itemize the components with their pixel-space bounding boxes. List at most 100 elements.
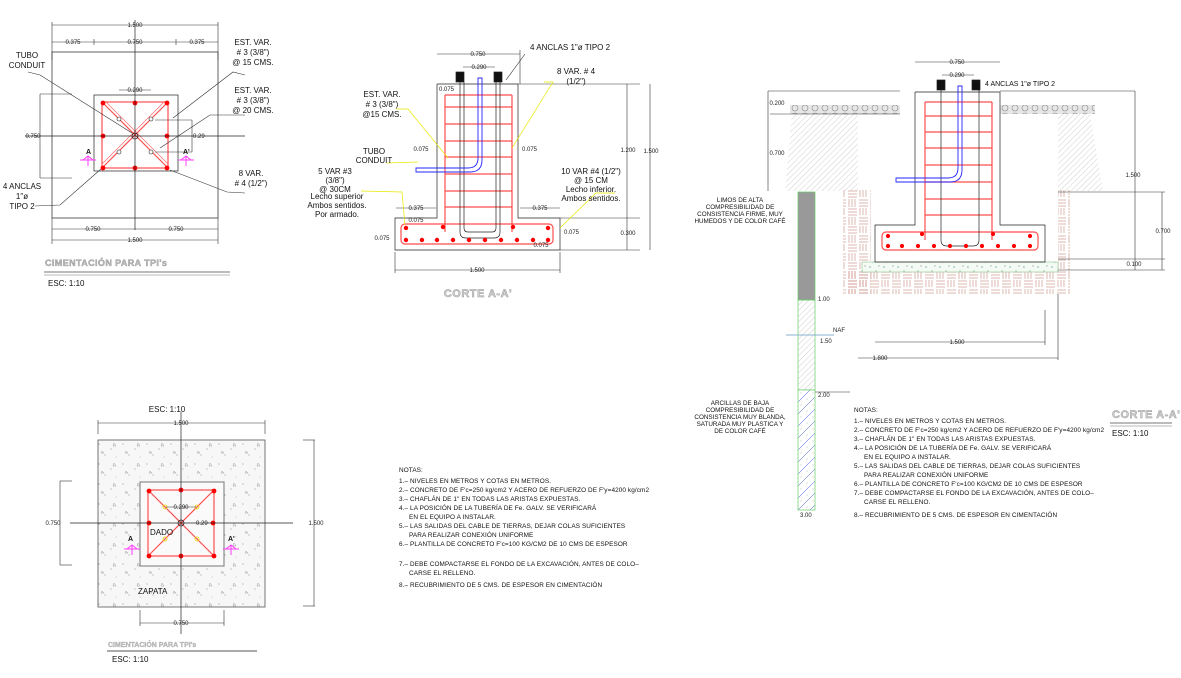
dim-ledge-right: 0.375 (532, 206, 548, 212)
depth-1: 1.00 (818, 297, 830, 303)
dim-w-1500: 1.500 (949, 340, 965, 346)
note-item: CARSE EL RELLENO. (864, 499, 931, 506)
dim-left: 0.375 (65, 40, 81, 46)
plan-top-title: CIMENTACIÓN PARA TPI's (45, 257, 167, 268)
note-item: 3.– CHAFLÁN DE 1" EN TODAS LAS ARISTAS E… (399, 494, 581, 503)
plan-bottom-scale-top: ESC: 1:10 (149, 405, 186, 414)
section-right-scale: ESC: 1:10 (1112, 429, 1149, 438)
label-stirrup-20: EST. VAR.# 3 (3/8")@ 20 CMS. (232, 86, 273, 115)
cut-label-a: A (86, 149, 91, 156)
dim-bottom: 0.750 (173, 621, 189, 627)
note-item: CARSE EL RELLENO. (409, 570, 476, 577)
note-item: 1.– NIVELES EN METROS Y COTAS EN METROS. (854, 418, 1006, 425)
plan-bottom-title: CIMENTACIÓN PARA TPI's (108, 640, 196, 649)
dim-0200: 0.200 (769, 101, 785, 107)
dim-h-0700: 0.700 (1155, 229, 1171, 235)
label-anchors: 4 ANCLAS 1"ø TIPO 2 (985, 81, 1055, 88)
dim-top: 0.750 (470, 52, 486, 58)
cut-label-a-prime: A' (183, 149, 190, 156)
cut-label-a-prime: A' (228, 536, 235, 543)
label-stirrup-15: EST. VAR.# 3 (3/8")@ 15 CMS. (232, 38, 273, 67)
lean-concrete-layer (861, 261, 1059, 273)
cut-arrow-icon (80, 155, 96, 166)
label-8-var: 8 VAR. # 4(1/2") (557, 67, 596, 86)
section-mid: 0.750 0.290 0.075 0.075 0.075 0.375 0.37… (307, 43, 659, 300)
note-item: 6.– PLANTILLA DE CONCRETO F'c=100 KG/CM2… (399, 541, 628, 548)
note-item: 8.– RECUBRIMIENTO DE 5 CMS. DE ESPESOR E… (399, 580, 602, 589)
rebar-dots (403, 224, 551, 243)
dim-left: 0.750 (45, 521, 61, 527)
note-item: EN EL EQUIPO A INSTALAR. (409, 514, 496, 521)
section-right: 0.750 0.290 4 ANCLAS 1"ø TIPO 2 0.200 0.… (694, 60, 1180, 519)
depth-4: 3.00 (800, 513, 812, 519)
dim-cover-left: 0.075 (413, 147, 429, 153)
dim-base-cover-left: 0.075 (374, 236, 390, 242)
note-item: 8.– RECUBRIMIENTO DE 5 CMS. DE ESPESOR E… (854, 510, 1057, 519)
conduit-pipe (895, 85, 963, 183)
dim-right: 1.500 (308, 521, 324, 527)
note-item: 2.– CONCRETO DE F'c=250 kg/cm2 Y ACERO D… (399, 487, 649, 494)
dim-top: 1.500 (173, 421, 189, 427)
cut-arrow-icon (178, 155, 194, 166)
cut-arrow-icon (223, 544, 239, 555)
dim-cover-right: 0.075 (522, 147, 538, 153)
dim-h-base: 0.300 (620, 231, 636, 237)
note-item: 2.– CONCRETO DE F'c=250 kg/cm2 Y ACERO D… (854, 427, 1104, 434)
native-soil (848, 270, 1058, 294)
plan-top-scale: ESC: 1:10 (48, 279, 85, 288)
dim-side: 0.750 (25, 134, 41, 140)
gravel-layer-left (790, 105, 900, 114)
dim-base-width: 1.500 (469, 268, 485, 274)
note-item: 7.– DEBE COMPACTARSE EL FONDO DE LA EXCA… (399, 559, 639, 568)
dim-bottom-left: 0.750 (85, 227, 101, 233)
note-item: 1.– NIVELES EN METROS Y COTAS EN METROS. (399, 478, 551, 485)
gravel-layer-right (1000, 105, 1095, 114)
backfill-right (1058, 114, 1103, 191)
label-zapata: ZAPATA (138, 587, 168, 596)
dim-h-1500: 1.500 (1125, 173, 1141, 179)
note-item: 3.– CHAFLÁN DE 1" EN TODAS LAS ARISTAS E… (854, 434, 1036, 443)
note-item: 4.– LA POSICIÓN DE LA TUBERÍA DE Fe. GAL… (854, 443, 1052, 452)
label-anchors: 4 ANCLAS 1"ø TIPO 2 (530, 43, 611, 52)
pedestal-footing-outline (394, 83, 561, 251)
dim-inner: 0.29 (193, 134, 205, 140)
dim-bolt: 0.290 (471, 65, 487, 71)
soil-log-silt (797, 191, 816, 301)
dim-0700-left: 0.700 (769, 151, 785, 157)
section-mid-title: CORTE A-A' (444, 288, 512, 300)
dim-total-top: 1.500 (127, 23, 143, 29)
plan-bottom: ESC: 1:10 1.500 0.750 1.500 0.290 0.29 0… (45, 405, 324, 664)
soil-log-clay (797, 389, 816, 511)
note-item: 5.– LAS SALIDAS DEL CABLE DE TIERRAS, DE… (854, 463, 1080, 470)
cut-arrow-icon (124, 544, 140, 555)
anchor-bolts (455, 71, 503, 239)
plan-bottom-scale: ESC: 1:10 (112, 655, 149, 664)
notes-right: NOTAS: 1.– NIVELES EN METROS Y COTAS EN … (854, 407, 1104, 519)
depth-3: 2.00 (818, 393, 830, 399)
note-item: 5.– LAS SALIDAS DEL CABLE DE TIERRAS, DE… (399, 523, 625, 530)
dim-cover-top: 0.075 (439, 87, 455, 93)
label-dado: DADO (150, 528, 173, 537)
pedestal-outline (93, 94, 179, 172)
depth-2: 1.50 (820, 339, 832, 345)
dim-h-total: 1.500 (643, 149, 659, 155)
label-8-var: 8 VAR.# 4 (1/2") (235, 169, 268, 188)
dim-w-1800: 1.800 (872, 356, 888, 362)
dim-base-cover-right: 0.075 (564, 230, 580, 236)
backfill-left (785, 114, 858, 191)
rebar-dots (885, 231, 1033, 249)
dim-inner: 0.29 (196, 521, 208, 527)
notes-mid: NOTAS: 1.– NIVELES EN METROS Y COTAS EN … (399, 467, 649, 589)
note-item: 7.– DEBE COMPACTARSE EL FONDO DE LA EXCA… (854, 488, 1094, 497)
note-item: EN EL EQUIPO A INSTALAR. (864, 454, 951, 461)
dim-center: 0.750 (127, 40, 143, 46)
note-item: 6.– PLANTILLA DE CONCRETO F'c=100 KG/CM2… (854, 481, 1083, 488)
notes-heading: NOTAS: (854, 407, 878, 414)
notes-heading: NOTAS: (399, 467, 423, 474)
note-item: PARA REALIZAR CONEXIÓN UNIFORME (864, 470, 988, 479)
note-item: 4.– LA POSICIÓN DE LA TUBERÍA DE Fe. GAL… (399, 503, 597, 512)
dim-bolt: 0.290 (173, 505, 189, 511)
